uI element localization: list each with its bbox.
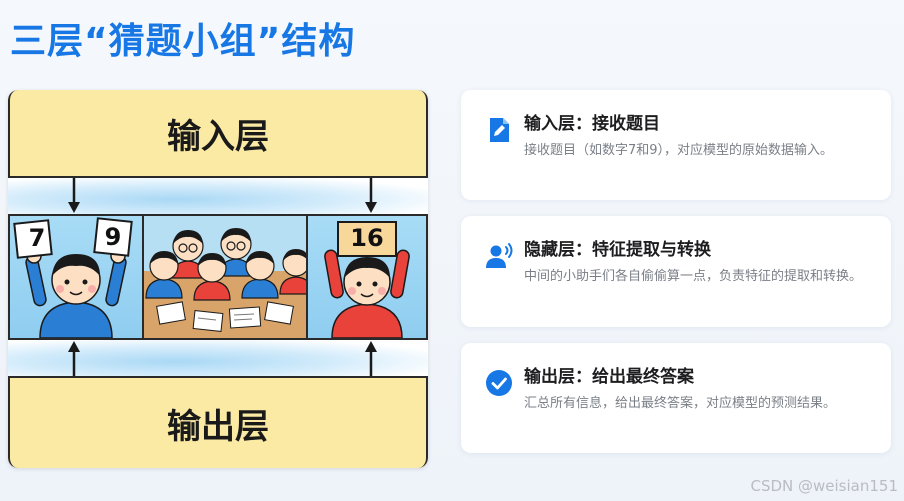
hidden-card-desc: 中间的小助手们各自偷偷算一点，负责特征的提取和转换。 (524, 269, 863, 284)
arrow-down-left (68, 178, 80, 213)
person-voice-icon (486, 243, 513, 268)
card-number-right: 9 (104, 223, 122, 251)
input-card-desc: 接收题目（如数字7和9），对应模型的原始数据输入。 (524, 143, 834, 158)
output-layer-card: 输出层：给出最终答案 汇总所有信息，给出最终答案，对应模型的预测结果。 (461, 343, 891, 453)
arrow-up-right (365, 341, 377, 376)
output-child-panel: 16 (308, 216, 426, 338)
input-child-panel: 7 9 (10, 216, 144, 338)
helpers-illustration (145, 228, 306, 332)
input-layer-box: 输入层 (8, 90, 428, 178)
pencil-document-icon (490, 118, 509, 142)
input-layer-card: 输入层：接收题目 接收题目（如数字7和9），对应模型的原始数据输入。 (461, 90, 891, 200)
arrow-down-right (365, 178, 377, 213)
child-with-cards-illustration (13, 217, 133, 338)
sky-band-bottom (8, 340, 428, 376)
output-card-title: 输出层：给出最终答案 (524, 367, 694, 387)
output-layer-box: 输出层 (8, 376, 428, 468)
hidden-layer-card: 隐藏层：特征提取与转换 中间的小助手们各自偷偷算一点，负责特征的提取和转换。 (461, 216, 891, 327)
hidden-layer-strip: 7 9 (8, 214, 428, 340)
three-layer-diagram: 输入层 (8, 90, 428, 468)
child-with-answer-illustration (324, 221, 410, 338)
check-circle-icon (486, 370, 512, 396)
hidden-helpers-panel (144, 216, 308, 338)
hidden-card-title: 隐藏层：特征提取与转换 (524, 240, 711, 260)
output-card-desc: 汇总所有信息，给出最终答案，对应模型的预测结果。 (524, 396, 837, 411)
watermark: CSDN @weisian151 (750, 477, 898, 495)
answer-card-number: 16 (350, 224, 384, 252)
page-title: 三层“猜题小组”结构 (10, 21, 356, 62)
card-number-left: 7 (28, 224, 46, 252)
input-card-title: 输入层：接收题目 (524, 114, 660, 134)
sky-band-top (8, 178, 428, 214)
arrow-up-left (68, 341, 80, 376)
